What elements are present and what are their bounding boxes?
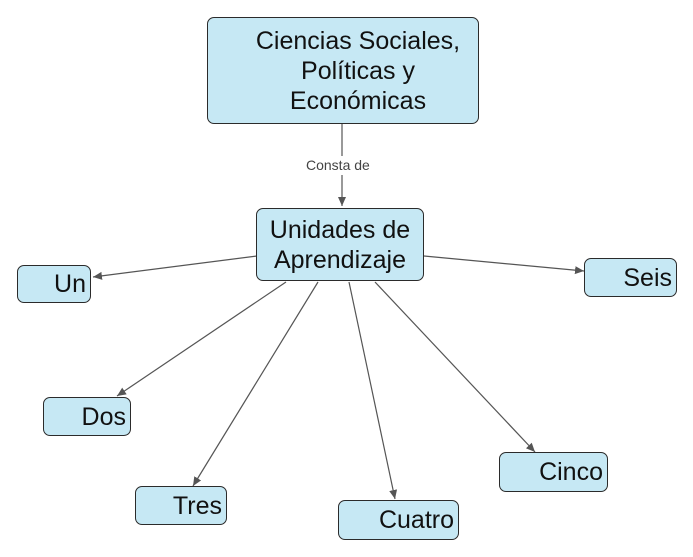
root-node: Ciencias Sociales, Políticas y Económica… xyxy=(207,17,479,124)
connector-to-seis xyxy=(423,255,585,275)
leaf-node-tres: Tres xyxy=(135,486,227,525)
leaf-node-cinco: Cinco xyxy=(499,452,608,492)
leaf-label-tres: Tres xyxy=(172,491,222,520)
connector-to-cuatro xyxy=(348,281,398,500)
connector-to-un xyxy=(92,255,258,280)
leaf-node-dos: Dos xyxy=(43,397,131,436)
leaf-node-un: Un xyxy=(17,265,91,303)
center-node-label: Unidades de Aprendizaje xyxy=(269,215,411,274)
leaf-node-cuatro: Cuatro xyxy=(338,500,459,540)
root-node-label: Ciencias Sociales, Políticas y Económica… xyxy=(255,26,461,115)
leaf-label-un: Un xyxy=(54,270,86,298)
connector-to-dos xyxy=(116,281,287,397)
leaf-label-dos: Dos xyxy=(81,402,126,431)
leaf-node-seis: Seis xyxy=(584,258,677,297)
connector-to-cinco xyxy=(374,281,536,453)
leaf-label-cinco: Cinco xyxy=(539,458,603,486)
center-node: Unidades de Aprendizaje xyxy=(256,208,424,281)
link-label: Consta de xyxy=(306,157,370,173)
connector-to-tres xyxy=(192,281,319,487)
leaf-label-cuatro: Cuatro xyxy=(378,506,454,534)
leaf-label-seis: Seis xyxy=(623,263,672,292)
